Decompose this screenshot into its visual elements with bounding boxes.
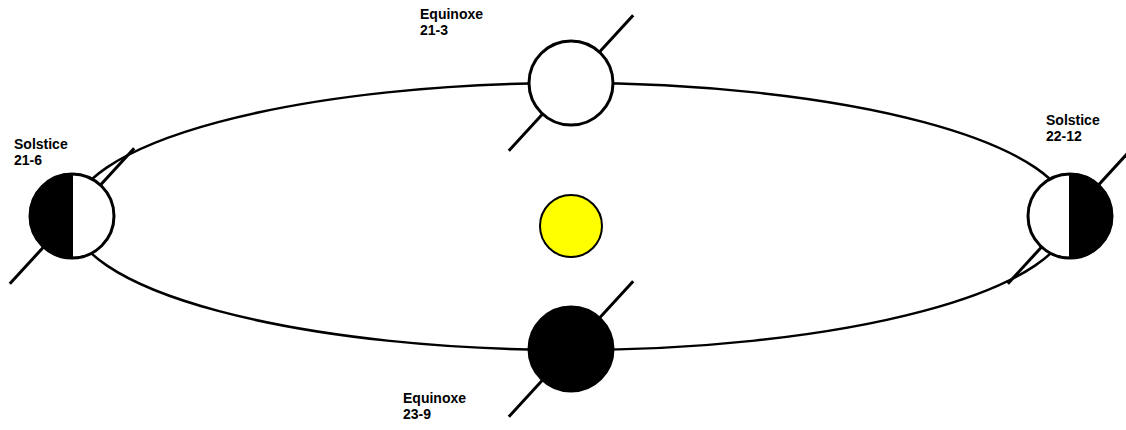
earth-axis xyxy=(509,281,633,417)
earth-disc xyxy=(1028,174,1112,258)
earth-axis xyxy=(1008,148,1126,284)
season-label: Solstice 21-6 xyxy=(14,136,68,168)
earth-globe xyxy=(1008,148,1126,284)
earth-disc xyxy=(529,307,613,391)
earth-globe xyxy=(10,148,134,284)
earth-disc xyxy=(529,41,613,125)
earth-globe xyxy=(509,15,633,151)
sun-disc xyxy=(540,195,602,257)
earth-globe xyxy=(509,281,633,417)
earth-disc xyxy=(30,174,114,258)
season-label: Equinoxe 21-3 xyxy=(420,6,483,38)
earth-axis xyxy=(10,148,134,284)
earth-axis xyxy=(509,15,633,151)
night-side xyxy=(1070,174,1112,258)
season-label: Solstice 22-12 xyxy=(1046,112,1100,144)
season-label: Equinoxe 23-9 xyxy=(403,390,466,422)
night-side xyxy=(30,174,72,258)
